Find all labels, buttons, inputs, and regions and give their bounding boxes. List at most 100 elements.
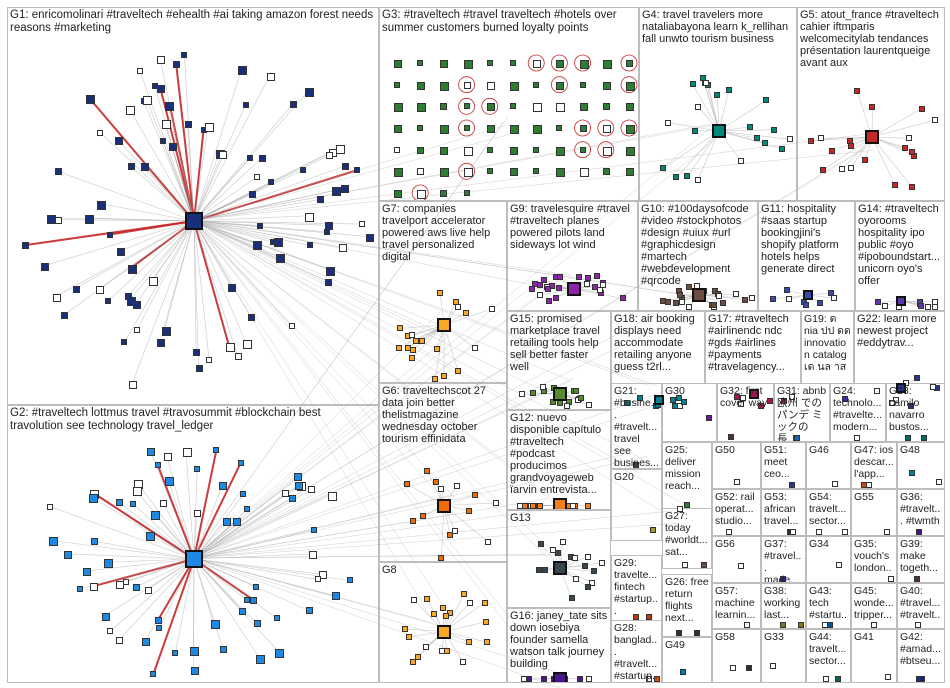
node[interactable] [440,60,449,68]
node[interactable] [328,491,338,501]
hub-node-g11[interactable] [802,290,813,300]
node[interactable] [778,145,785,152]
node[interactable] [486,81,495,90]
node[interactable] [417,168,425,176]
node[interactable] [460,658,467,665]
node[interactable] [55,168,63,176]
node[interactable] [626,168,634,177]
node[interactable] [793,435,800,441]
node[interactable] [530,503,537,509]
node[interactable] [452,528,459,535]
node[interactable] [83,567,92,576]
node[interactable] [533,60,542,68]
node[interactable] [440,168,450,178]
node[interactable] [677,506,684,513]
node[interactable] [556,285,563,292]
node[interactable] [52,293,61,302]
node[interactable] [545,285,552,292]
node[interactable] [482,618,489,625]
node[interactable] [716,292,723,299]
node[interactable] [827,290,834,297]
node[interactable] [533,103,543,113]
node[interactable] [281,490,289,498]
node[interactable] [874,299,881,306]
node[interactable] [486,146,493,153]
node[interactable] [593,272,600,279]
node[interactable] [918,303,925,310]
node[interactable] [326,152,334,160]
node[interactable] [568,595,575,602]
node[interactable] [115,499,123,507]
node[interactable] [584,281,591,288]
node[interactable] [789,482,796,488]
node[interactable] [289,101,297,108]
node[interactable] [585,676,592,682]
hub-node-g14[interactable] [896,296,906,306]
node[interactable] [842,529,849,535]
node[interactable] [256,654,266,664]
node[interactable] [347,577,354,584]
node[interactable] [419,513,426,520]
node[interactable] [585,503,592,509]
node[interactable] [623,400,630,407]
node[interactable] [753,135,760,142]
node[interactable] [891,181,898,188]
node[interactable] [536,566,543,573]
node[interactable] [579,60,589,69]
node[interactable] [559,538,566,545]
node[interactable] [600,282,607,289]
node[interactable] [626,103,634,112]
node[interactable] [885,673,892,680]
node[interactable] [106,231,113,238]
node[interactable] [847,137,853,144]
node[interactable] [424,467,431,474]
node[interactable] [424,596,431,603]
node[interactable] [466,507,473,514]
node[interactable] [463,60,473,69]
node[interactable] [331,592,340,601]
node[interactable] [219,482,228,491]
node[interactable] [463,190,470,196]
node[interactable] [195,365,203,373]
node[interactable] [882,302,889,309]
node[interactable] [785,296,792,303]
node[interactable] [63,550,72,559]
node[interactable] [168,142,177,151]
node[interactable] [725,87,732,94]
node[interactable] [741,296,748,303]
node[interactable] [817,299,824,306]
node[interactable] [564,403,571,409]
node[interactable] [410,596,417,603]
node[interactable] [510,146,518,155]
node[interactable] [540,276,547,283]
node[interactable] [257,222,264,229]
node[interactable] [571,555,578,562]
node[interactable] [154,461,161,468]
node[interactable] [540,676,547,682]
node[interactable] [41,262,50,271]
node[interactable] [323,228,330,235]
node[interactable] [664,119,671,126]
node[interactable] [677,291,684,298]
node[interactable] [267,179,274,186]
node[interactable] [243,597,250,604]
node[interactable] [47,503,54,510]
node[interactable] [915,529,922,535]
node[interactable] [556,168,566,178]
node[interactable] [127,296,137,306]
node[interactable] [740,395,747,402]
node[interactable] [486,60,493,66]
node[interactable] [238,66,248,76]
node[interactable] [440,103,448,111]
node[interactable] [144,586,152,594]
hub-node-g13[interactable] [553,561,567,575]
node[interactable] [734,393,741,400]
node[interactable] [432,375,439,382]
node[interactable] [493,499,500,506]
node[interactable] [156,338,165,347]
node[interactable] [555,550,562,557]
node[interactable] [673,174,680,181]
node[interactable] [536,292,543,299]
node[interactable] [645,676,652,682]
node[interactable] [165,476,175,486]
